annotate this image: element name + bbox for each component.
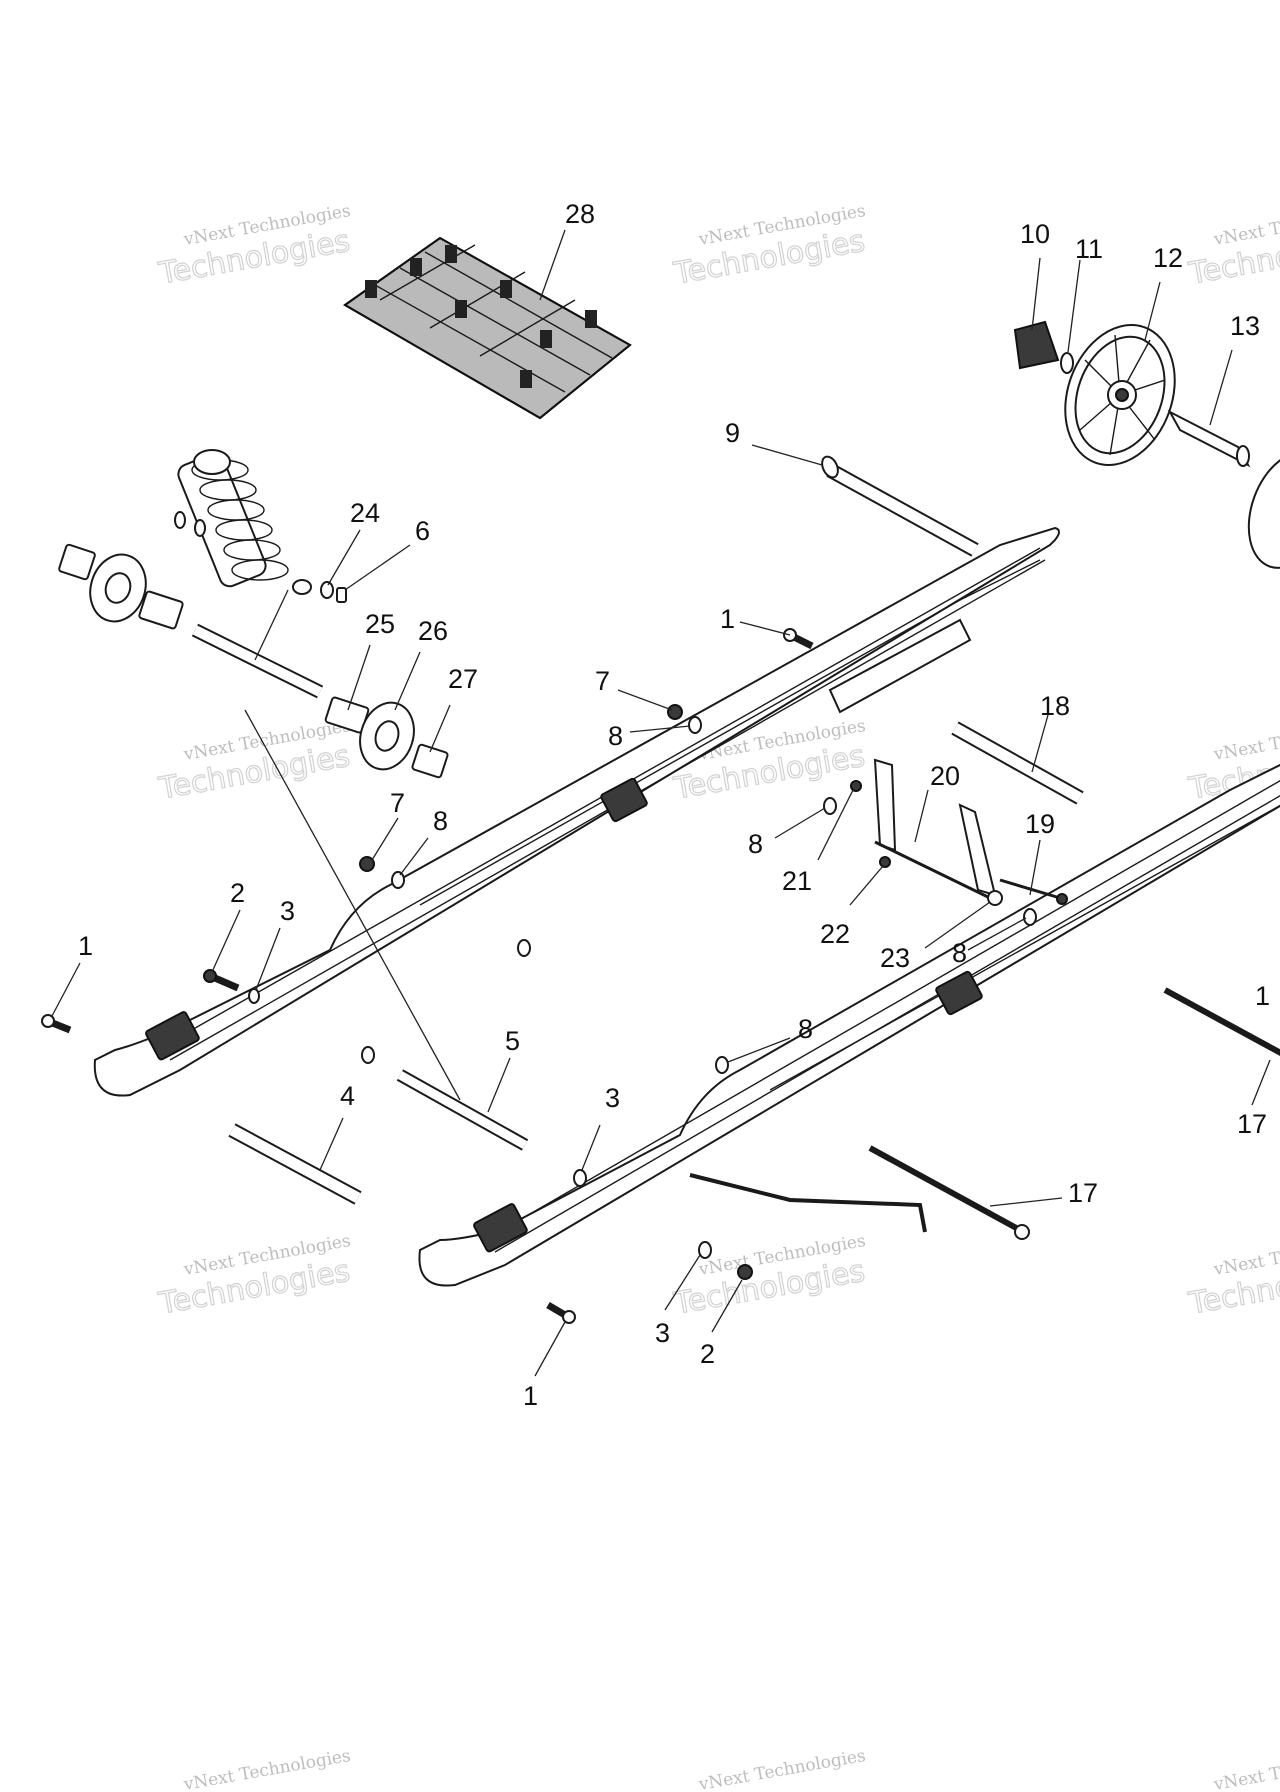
bent-rod bbox=[689, 1173, 927, 1233]
callout-22: 22 bbox=[820, 919, 850, 949]
left-rail bbox=[93, 526, 1060, 1097]
rear-wheel-group bbox=[58, 543, 324, 699]
part-7-bolt bbox=[359, 856, 375, 872]
part-2-bolt bbox=[737, 1264, 753, 1280]
part-8-washer bbox=[823, 797, 837, 815]
callout-27: 27 bbox=[448, 664, 478, 694]
watermark-tile: vNext Technologies Technologies bbox=[670, 1231, 868, 1322]
watermark-tile: vNext Technologies bbox=[1211, 1746, 1280, 1792]
callout-24: 24 bbox=[350, 498, 380, 528]
callout-12: 12 bbox=[1153, 243, 1183, 273]
callout-10: 10 bbox=[1020, 219, 1050, 249]
part-28-rail-block bbox=[343, 236, 632, 420]
callout-3: 3 bbox=[605, 1083, 620, 1113]
callout-1: 1 bbox=[720, 604, 735, 634]
callout-18: 18 bbox=[1040, 691, 1070, 721]
callout-13: 13 bbox=[1230, 311, 1260, 341]
watermark-tile: vNext Technologies bbox=[181, 1746, 352, 1792]
part-10-wheel-cap bbox=[1013, 320, 1060, 370]
part-21-nut bbox=[850, 780, 862, 792]
callout-21: 21 bbox=[782, 866, 812, 896]
callout-5: 5 bbox=[505, 1026, 520, 1056]
callout-2: 2 bbox=[700, 1339, 715, 1369]
part-1-bolt bbox=[546, 1301, 576, 1324]
leader-lines bbox=[51, 229, 1271, 1377]
part-8-washer bbox=[517, 939, 531, 957]
watermark-tile: vNext Technologies Technologies bbox=[670, 201, 868, 292]
part-11-ring bbox=[1060, 352, 1074, 374]
watermark-text: vNext Technologies bbox=[181, 1746, 352, 1792]
callout-7: 7 bbox=[595, 666, 610, 696]
callout-3: 3 bbox=[280, 896, 295, 926]
callout-17: 17 bbox=[1237, 1109, 1267, 1139]
callout-1: 1 bbox=[1255, 981, 1270, 1011]
part-9-axle bbox=[821, 455, 979, 557]
part-8-washer bbox=[715, 1056, 729, 1074]
part-4-shaft bbox=[228, 1123, 362, 1205]
part-6-clip bbox=[336, 587, 347, 603]
watermark-tile: vNext Technologies Technologies bbox=[155, 201, 353, 292]
part-8-washer bbox=[391, 871, 405, 889]
callout-11: 11 bbox=[1075, 234, 1103, 264]
callout-4: 4 bbox=[340, 1081, 355, 1111]
part-12-idler-wheel bbox=[1064, 324, 1176, 466]
part-5-shaft bbox=[396, 1069, 529, 1151]
callout-2: 2 bbox=[230, 878, 245, 908]
watermark-tile: vNext Technologies Technologies bbox=[155, 1231, 353, 1322]
callout-9: 9 bbox=[725, 418, 740, 448]
part-12-idler-wheel-right bbox=[1247, 451, 1280, 569]
callout-1: 1 bbox=[523, 1381, 538, 1411]
part-20-bracket bbox=[873, 758, 1003, 906]
part-7-bolt bbox=[667, 704, 683, 720]
part-3-washer bbox=[248, 988, 260, 1004]
callout-1: 1 bbox=[78, 931, 93, 961]
callout-8: 8 bbox=[433, 806, 448, 836]
callout-8: 8 bbox=[748, 829, 763, 859]
part-13-spacer bbox=[1167, 409, 1251, 468]
callout-23: 23 bbox=[880, 943, 910, 973]
part-1-bolt bbox=[41, 1014, 72, 1034]
callout-25: 25 bbox=[365, 609, 395, 639]
callout-6: 6 bbox=[415, 516, 430, 546]
part-27-bushing bbox=[411, 743, 449, 779]
part-1-bolt bbox=[783, 628, 814, 650]
watermark-tile: vNext Technologies Technologies bbox=[1185, 1231, 1280, 1322]
fasteners bbox=[41, 628, 1037, 1324]
part-18-shaft bbox=[951, 721, 1084, 805]
watermark-text: vNext Technologies bbox=[696, 1746, 867, 1792]
part-3-washer bbox=[573, 1169, 587, 1187]
callout-labels: 28 10 11 12 13 9 24 6 25 26 27 1 7 8 18 … bbox=[78, 199, 1270, 1411]
part-3-washer bbox=[698, 1241, 712, 1259]
part-17-bolt bbox=[868, 1145, 1030, 1240]
part-8-washer bbox=[361, 1046, 375, 1064]
callout-28: 28 bbox=[565, 199, 595, 229]
watermark-tile: vNext Technologies Technologies bbox=[1185, 201, 1280, 292]
callout-8: 8 bbox=[952, 938, 967, 968]
callout-3: 3 bbox=[655, 1318, 670, 1348]
callout-20: 20 bbox=[930, 761, 960, 791]
watermark-text: vNext Technologies bbox=[1211, 1746, 1280, 1792]
callout-26: 26 bbox=[418, 616, 448, 646]
part-8-washer bbox=[688, 716, 702, 734]
callout-17: 17 bbox=[1068, 1178, 1098, 1208]
part-19-bolt bbox=[999, 878, 1068, 905]
callout-19: 19 bbox=[1025, 809, 1055, 839]
part-24-washer bbox=[320, 581, 334, 599]
callout-8: 8 bbox=[798, 1014, 813, 1044]
part-8-washer bbox=[1023, 908, 1037, 926]
part-22-nut bbox=[879, 856, 891, 868]
callout-7: 7 bbox=[390, 788, 405, 818]
watermark-tile: vNext Technologies bbox=[696, 1746, 867, 1792]
callout-8: 8 bbox=[608, 721, 623, 751]
part-17-bolt-right bbox=[1163, 987, 1280, 1056]
shock-bolt-left bbox=[174, 511, 206, 537]
part-2-bolt bbox=[203, 969, 240, 992]
part-26-wheel bbox=[359, 701, 415, 771]
